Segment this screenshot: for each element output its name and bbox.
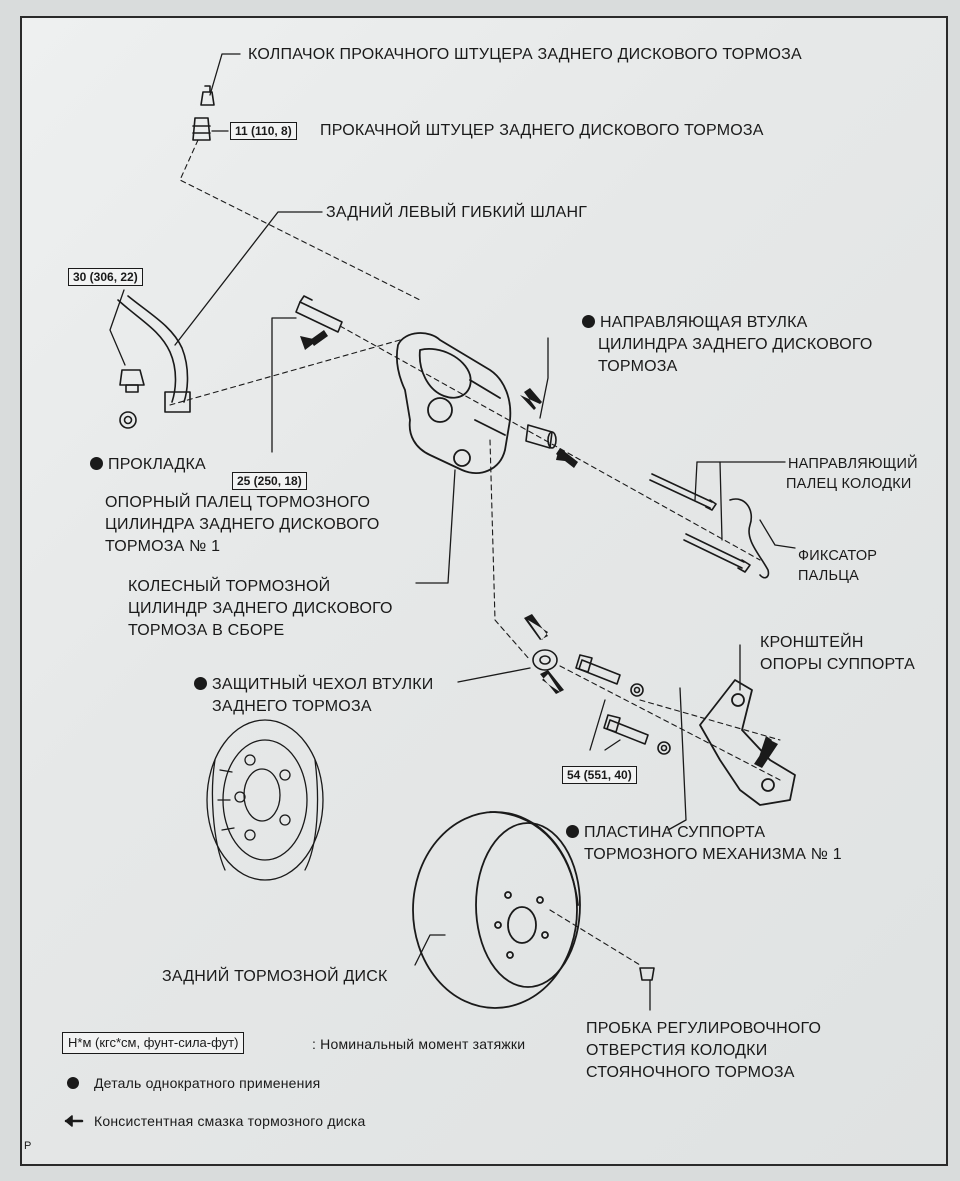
bushing-boot-part bbox=[532, 649, 558, 671]
label-cylinder-line1: КОЛЕСНЫЙ ТОРМОЗНОЙ bbox=[128, 578, 331, 595]
union-bolt bbox=[119, 369, 145, 393]
grease-arrows bbox=[300, 330, 778, 768]
label-hole-plug-line1: ПРОБКА РЕГУЛИРОВОЧНОГО bbox=[586, 1020, 822, 1037]
legend-unit-box: Н*м (кгс*см, фунт-сила-фут) bbox=[62, 1032, 245, 1054]
slide-pin-part bbox=[295, 295, 343, 333]
torque-hose-bolt: 30 (306, 22) bbox=[68, 268, 143, 286]
label-slide-pin-line1: ОПОРНЫЙ ПАЛЕЦ ТОРМОЗНОГО bbox=[105, 494, 371, 511]
rear-brake-disc bbox=[412, 811, 581, 1009]
label-slide-pin-line2: ЦИЛИНДРА ЗАДНЕГО ДИСКОВОГО bbox=[105, 516, 380, 533]
bleeder-cap bbox=[200, 85, 215, 106]
label-gasket-row: ПРОКЛАДКА bbox=[90, 454, 206, 475]
label-mount-line2: ОПОРЫ СУППОРТА bbox=[760, 656, 915, 673]
torque-bleeder: 11 (110, 8) bbox=[230, 122, 297, 140]
legend-glyphs bbox=[64, 1077, 84, 1127]
pad-guide-pins bbox=[649, 473, 751, 573]
label-gasket: ПРОКЛАДКА bbox=[108, 456, 206, 473]
label-pin-clip-line1: ФИКСАТОР bbox=[798, 548, 878, 564]
bleeder-plug bbox=[192, 117, 211, 141]
legend-unit-text: : Номинальный момент затяжки bbox=[312, 1036, 526, 1052]
legend-grease: Консистентная смазка тормозного диска bbox=[94, 1113, 366, 1129]
label-bleeder-plug: ПРОКАЧНОЙ ШТУЦЕР ЗАДНЕГО ДИСКОВОГО ТОРМО… bbox=[320, 122, 764, 139]
label-pad-pin-line1: НАПРАВЛЯЮЩИЙ bbox=[788, 456, 918, 472]
label-guide-bushing-line2: ЦИЛИНДРА ЗАДНЕГО ДИСКОВОГО bbox=[598, 336, 873, 353]
single-use-dot bbox=[582, 315, 595, 328]
label-pad-pin-line2: ПАЛЕЦ КОЛОДКИ bbox=[786, 476, 912, 492]
legend-single-use: Деталь однократного применения bbox=[94, 1075, 321, 1091]
label-slide-pin-line3: ТОРМОЗА № 1 bbox=[105, 538, 221, 555]
gasket-part bbox=[119, 411, 137, 429]
label-disc: ЗАДНИЙ ТОРМОЗНОЙ ДИСК bbox=[162, 968, 388, 985]
label-cylinder-line3: ТОРМОЗА В СБОРЕ bbox=[128, 622, 285, 639]
label-plate-line2: ТОРМОЗНОГО МЕХАНИЗМА № 1 bbox=[584, 846, 842, 863]
guide-bushing-part bbox=[525, 424, 557, 449]
label-guide-bushing-line3: ТОРМОЗА bbox=[598, 358, 678, 375]
label-flex-hose: ЗАДНИЙ ЛЕВЫЙ ГИБКИЙ ШЛАНГ bbox=[326, 204, 588, 221]
caliper-mount-bracket bbox=[699, 679, 796, 806]
label-boot-line2: ЗАДНЕГО ТОРМОЗА bbox=[212, 698, 372, 715]
brake-cylinder-body bbox=[395, 332, 512, 474]
label-cylinder-line2: ЦИЛИНДР ЗАДНЕГО ДИСКОВОГО bbox=[128, 600, 393, 617]
hole-plug-part bbox=[639, 967, 655, 981]
label-bleeder-cap: КОЛПАЧОК ПРОКАЧНОГО ШТУЦЕРА ЗАДНЕГО ДИСК… bbox=[248, 46, 802, 63]
label-plate-line1: ПЛАСТИНА СУППОРТА bbox=[584, 824, 766, 841]
single-use-dot bbox=[566, 825, 579, 838]
flexible-hose bbox=[117, 295, 191, 413]
torque-slide-pin: 25 (250, 18) bbox=[232, 472, 307, 490]
pin-clip bbox=[729, 498, 770, 579]
wheel-hub bbox=[206, 719, 324, 881]
label-hole-plug-line3: СТОЯНОЧНОГО ТОРМОЗА bbox=[586, 1064, 795, 1081]
leader-lines bbox=[109, 53, 796, 1011]
label-boot-line1: ЗАЩИТНЫЙ ЧЕХОЛ ВТУЛКИ bbox=[212, 676, 434, 693]
label-mount-line1: КРОНШТЕЙН bbox=[760, 634, 864, 651]
mount-bolts bbox=[575, 654, 671, 755]
label-guide-bushing-line1: НАПРАВЛЯЮЩАЯ ВТУЛКА bbox=[600, 314, 808, 331]
torque-mount-bolts: 54 (551, 40) bbox=[562, 766, 637, 784]
single-use-dot bbox=[194, 677, 207, 690]
single-use-dot bbox=[90, 457, 103, 470]
label-hole-plug-line2: ОТВЕРСТИЯ КОЛОДКИ bbox=[586, 1042, 768, 1059]
label-pin-clip-line2: ПАЛЬЦА bbox=[798, 568, 860, 584]
corner-mark: P bbox=[24, 1140, 32, 1152]
diagram-sheet bbox=[20, 16, 948, 1166]
assembly-axis-lines bbox=[169, 139, 781, 966]
